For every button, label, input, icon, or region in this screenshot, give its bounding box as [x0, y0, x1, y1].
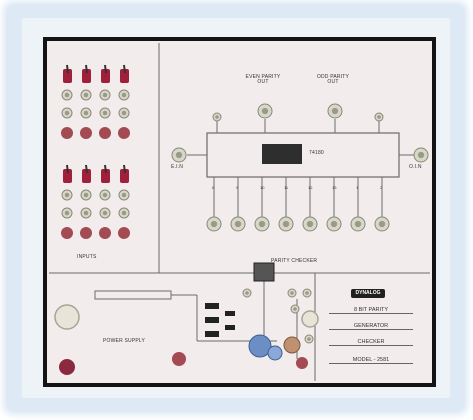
- regulator-3: [205, 331, 219, 337]
- psu-socket-1: [287, 288, 297, 298]
- data-socket-2: [230, 216, 246, 232]
- input-led-1: [61, 127, 73, 139]
- input-socket-3: [99, 89, 111, 101]
- power-socket-2: [301, 310, 319, 328]
- capacitor-blue: [248, 334, 272, 358]
- regulator-1: [205, 303, 219, 309]
- even-parity-label: EVEN PARITY OUT: [245, 74, 281, 85]
- toggle-switch-2: [82, 69, 91, 83]
- input-socket-b-4: [118, 107, 130, 119]
- toggle-switch-8: [120, 169, 129, 183]
- pin-number-7: 1: [356, 185, 359, 190]
- input-socket-b-7: [99, 207, 111, 219]
- pin-number-8: 2: [380, 185, 383, 190]
- input-socket-5: [61, 189, 73, 201]
- data-socket-5: [302, 216, 318, 232]
- psu-wire-frame: [94, 290, 172, 300]
- input-socket-2: [80, 89, 92, 101]
- even-in-label: E.I.N: [171, 164, 184, 170]
- input-led-2: [80, 127, 92, 139]
- ic-body: [262, 144, 302, 164]
- odd-parity-socket: [327, 103, 343, 119]
- input-socket-b-3: [99, 107, 111, 119]
- input-led-7: [99, 227, 111, 239]
- gnd-socket: [374, 112, 384, 122]
- odd-in-label: O.I.N: [409, 164, 422, 170]
- input-socket-b-8: [118, 207, 130, 219]
- even-in-socket: [171, 147, 187, 163]
- toggle-switch-3: [101, 69, 110, 83]
- psu-socket-3: [242, 288, 252, 298]
- ic-outline: [206, 132, 400, 178]
- psu-socket-2: [302, 288, 312, 298]
- input-socket-b-1: [61, 107, 73, 119]
- data-socket-7: [350, 216, 366, 232]
- title-line-2: GENERATOR: [329, 323, 413, 330]
- input-led-3: [99, 127, 111, 139]
- title-line-3: CHECKER: [329, 339, 413, 346]
- power-led: [172, 352, 186, 366]
- toggle-switch-1: [63, 69, 72, 83]
- input-socket-6: [80, 189, 92, 201]
- input-socket-1: [61, 89, 73, 101]
- chip-label: 74180: [309, 150, 324, 156]
- toggle-switch-6: [82, 169, 91, 183]
- odd-in-socket: [413, 147, 429, 163]
- pin-number-2: 9: [236, 185, 239, 190]
- data-socket-6: [326, 216, 342, 232]
- power-socket-1: [54, 304, 80, 330]
- toggle-switch-7: [101, 169, 110, 183]
- data-socket-3: [254, 216, 270, 232]
- inputs-label: INPUTS: [77, 254, 97, 260]
- title-line-4: MODEL - 2581: [329, 357, 413, 364]
- psu-socket-5: [304, 334, 314, 344]
- even-parity-socket: [257, 103, 273, 119]
- pin-number-3: 10: [260, 185, 265, 190]
- input-socket-7: [99, 189, 111, 201]
- input-socket-b-6: [80, 207, 92, 219]
- regulator-2: [205, 317, 219, 323]
- capacitor-brown: [283, 336, 301, 354]
- pin-number-4: 11: [284, 185, 289, 190]
- title-line-1: 8 BIT PARITY: [329, 307, 413, 314]
- data-socket-1: [206, 216, 222, 232]
- pin-number-5: 12: [308, 185, 313, 190]
- input-led-8: [118, 227, 130, 239]
- input-socket-8: [118, 189, 130, 201]
- toggle-switch-5: [63, 169, 72, 183]
- power-supply-label: POWER SUPPLY: [103, 338, 146, 344]
- odd-parity-label: ODD PARITY OUT: [316, 74, 350, 85]
- pin-number-6: 13: [332, 185, 337, 190]
- input-socket-b-2: [80, 107, 92, 119]
- input-led-5: [61, 227, 73, 239]
- mains-switch: [59, 359, 75, 375]
- psu-socket-4: [290, 304, 300, 314]
- data-socket-8: [374, 216, 390, 232]
- input-led-4: [118, 127, 130, 139]
- toggle-switch-4: [120, 69, 129, 83]
- brand-logo: DYNALOG: [351, 289, 385, 298]
- input-led-6: [80, 227, 92, 239]
- input-socket-4: [118, 89, 130, 101]
- parity-checker-label: PARITY CHECKER: [271, 258, 318, 264]
- vcc-socket: [212, 112, 222, 122]
- input-socket-b-5: [61, 207, 73, 219]
- pin-number-1: 8: [212, 185, 215, 190]
- parity-checker-chip: [253, 262, 275, 282]
- data-socket-4: [278, 216, 294, 232]
